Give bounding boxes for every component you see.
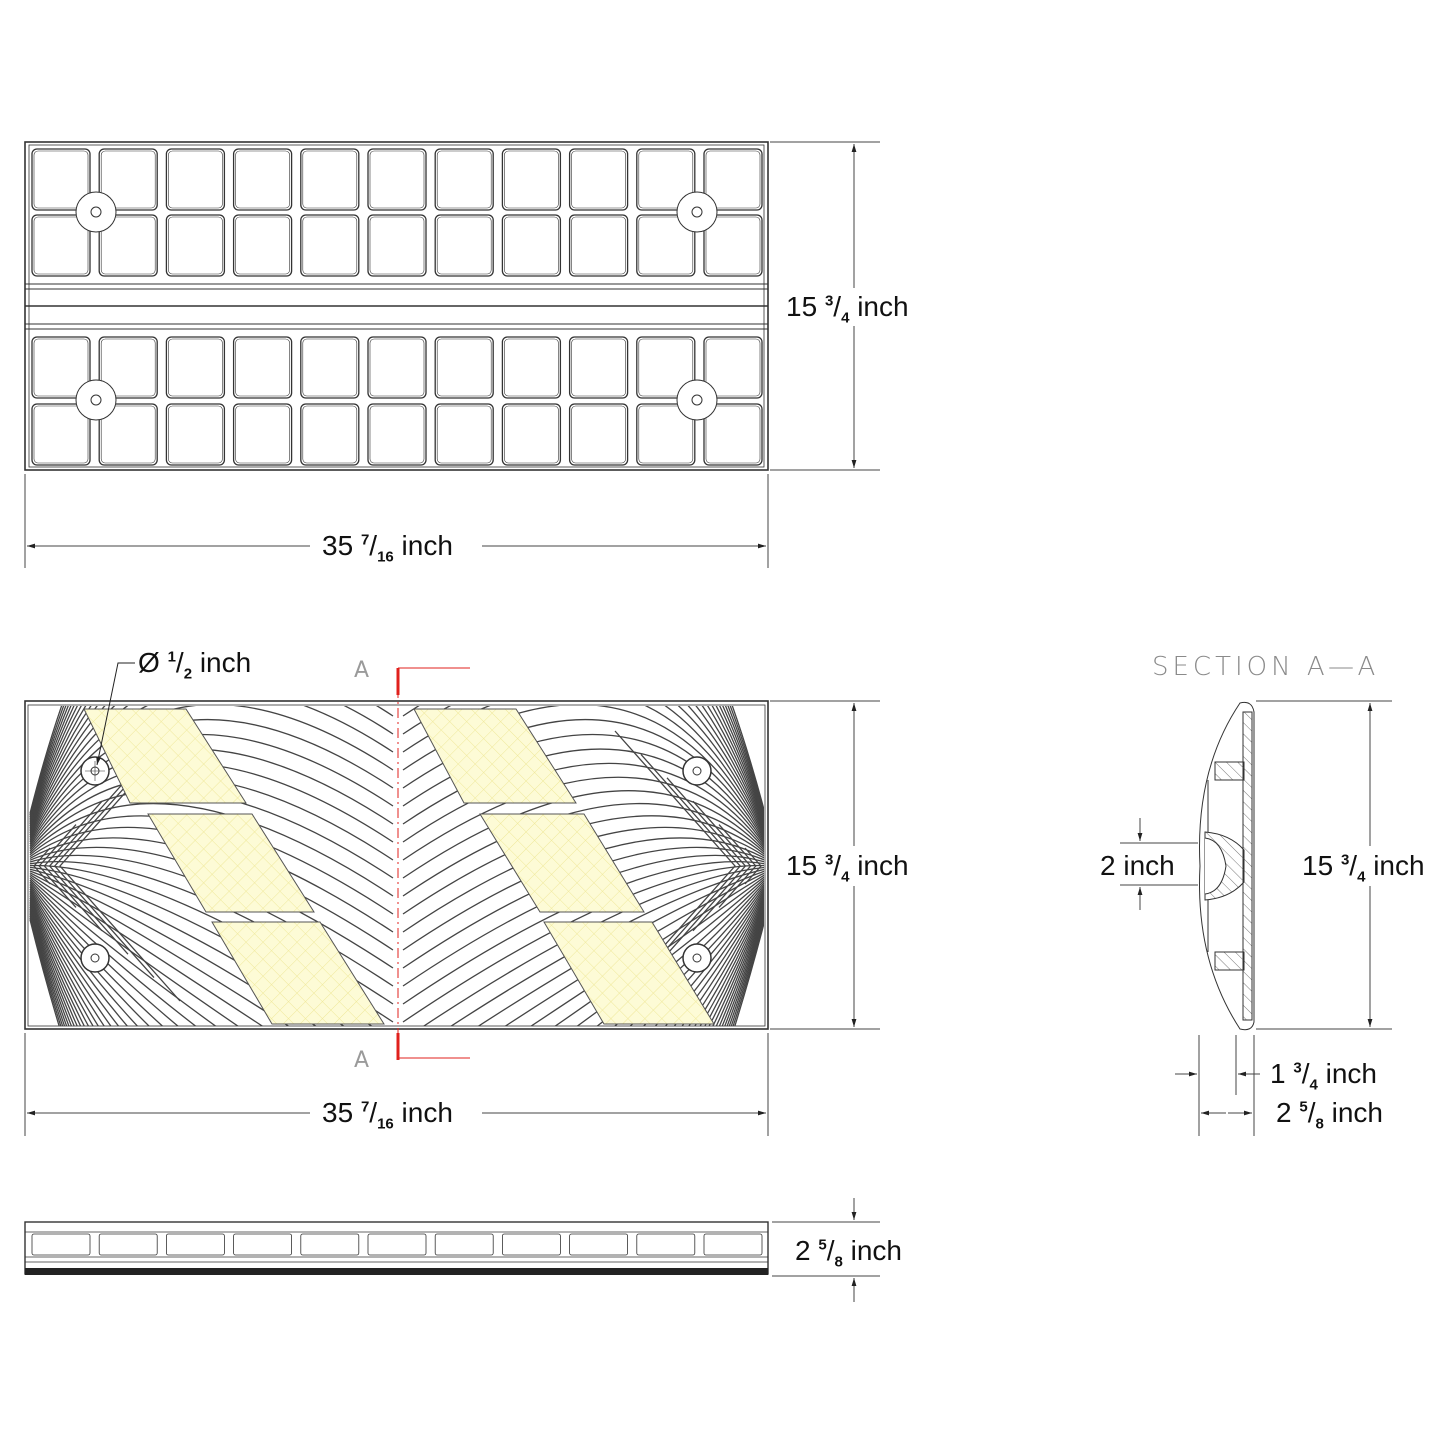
- hole-leader-line: [96, 662, 135, 766]
- section-dimensions: [1120, 700, 1392, 1136]
- hole-bottom-left: [80, 943, 110, 973]
- mounting-hole-top-right: [676, 191, 718, 233]
- side-view-height-label: 2 5/8 inch: [795, 1235, 902, 1271]
- cut-marker-a-top: A: [354, 658, 370, 683]
- hole-bottom-right: [682, 943, 712, 973]
- side-cells: [31, 1233, 763, 1256]
- section-height-label: 15 3/4 inch: [1302, 850, 1425, 886]
- top-view-width-label: 35 7/16 inch: [322, 530, 453, 566]
- side-view: [24, 1221, 769, 1275]
- bottom-view-dimensions: [24, 700, 880, 1136]
- bottom-view: [24, 662, 769, 1060]
- top-view-dimensions: [24, 141, 880, 568]
- section-title: SECTION A—A: [1152, 652, 1380, 682]
- hole-top-right: [682, 756, 712, 786]
- bottom-view-width-label: 35 7/16 inch: [322, 1097, 453, 1133]
- hole-diameter-label: Ø 1/2 inch: [138, 647, 252, 683]
- mounting-hole-top-left: [75, 191, 117, 233]
- cut-marker-a-bottom: A: [354, 1048, 370, 1073]
- section-a-a-profile: [1199, 701, 1255, 1031]
- top-view: [24, 141, 769, 471]
- bottom-view-height-label: 15 3/4 inch: [786, 850, 909, 886]
- side-view-dimensions: [772, 1198, 880, 1302]
- mounting-hole-bottom-left: [75, 379, 117, 421]
- hole-top-left: [80, 756, 110, 786]
- grid-cells: [31, 148, 763, 466]
- mounting-hole-bottom-right: [676, 379, 718, 421]
- section-inner-thickness-label: 1 3/4 inch: [1270, 1058, 1377, 1094]
- section-total-thickness-label: 2 5/8 inch: [1276, 1097, 1383, 1133]
- top-view-height-label: 15 3/4 inch: [786, 291, 909, 327]
- section-channel-label: 2 inch: [1100, 850, 1175, 881]
- reflective-panels-right: [413, 708, 715, 1025]
- reflective-panels-left: [83, 708, 385, 1025]
- section-cut-line: [396, 667, 470, 1060]
